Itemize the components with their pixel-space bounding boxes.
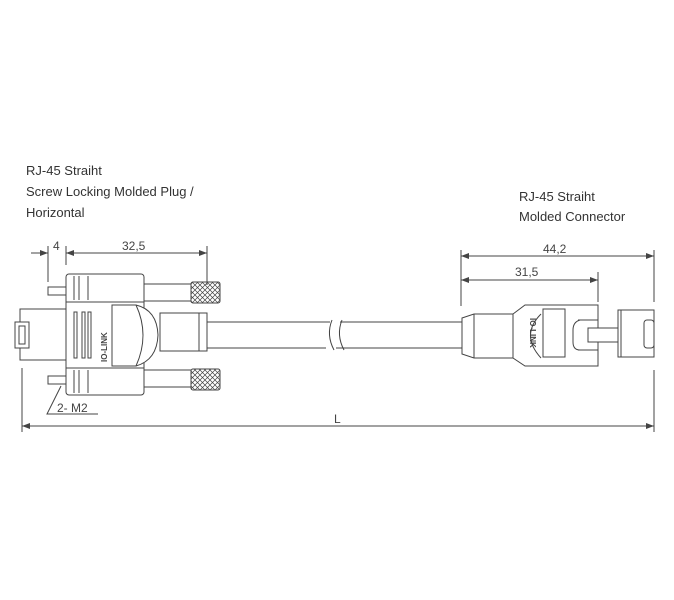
right-io-link-logo: IO-LINK (528, 318, 537, 348)
overall-length-label: L (334, 412, 341, 426)
right-title-line-2: Molded Connector (519, 209, 626, 224)
left-io-link-logo: IO-LINK (100, 332, 109, 362)
left-title-line-3: Horizontal (26, 205, 85, 220)
dim-flange-label: 4 (53, 239, 60, 253)
right-dimensions (460, 250, 655, 306)
dim-right-total-label: 44,2 (543, 242, 567, 256)
dim-left-length-label: 32,5 (122, 239, 146, 253)
cable (207, 319, 462, 351)
left-title-line-1: RJ-45 Straiht (26, 163, 102, 178)
overall-length-dimension (21, 368, 655, 432)
left-title-line-2: Screw Locking Molded Plug / (26, 184, 194, 199)
dim-right-body-label: 31,5 (515, 265, 539, 279)
right-molded-plug: IO-LINK (461, 304, 655, 367)
left-screw-lock-plug: IO-LINK (14, 273, 221, 396)
left-dimensions (31, 246, 208, 285)
screw-leader-line (46, 385, 98, 415)
screw-note-label: 2- M2 (57, 401, 88, 415)
right-title-line-1: RJ-45 Straiht (519, 189, 595, 204)
